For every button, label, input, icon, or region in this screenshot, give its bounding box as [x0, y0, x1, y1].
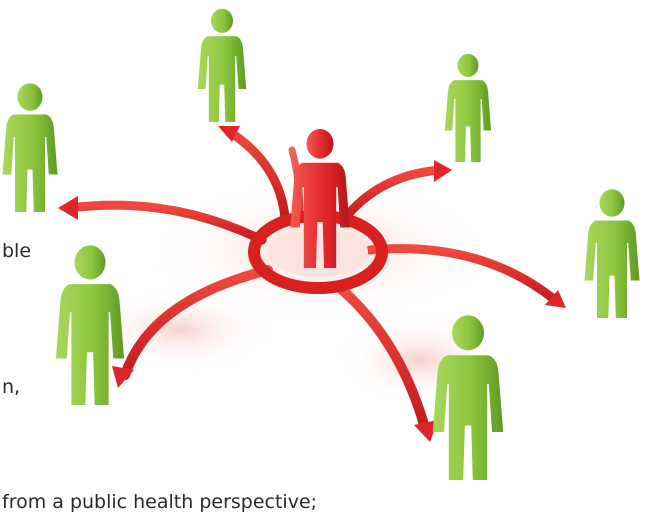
person-figure-icon-right: [584, 189, 640, 318]
arrowhead-icon: [218, 126, 240, 142]
arrows: [58, 126, 566, 442]
arrowhead-icon: [545, 290, 566, 308]
curved-arrow-icon: [65, 200, 267, 245]
person-figure-icon-upper-right: [444, 53, 492, 162]
curved-arrow-icon: [340, 165, 445, 223]
arrowhead-icon: [434, 160, 452, 182]
caption-fragment-3: from a public health perspective;: [2, 491, 318, 513]
curved-arrow-icon: [335, 283, 430, 433]
person-figure-icon-upper-left: [2, 83, 58, 212]
curved-arrow-icon: [365, 244, 560, 305]
curved-arrow-icon: [225, 127, 290, 223]
arrowhead-icon: [112, 366, 134, 388]
person-figure-icon-top: [197, 8, 247, 123]
caption-fragment-1: ble: [2, 240, 32, 262]
caption-fragment-2: n,: [2, 376, 21, 398]
arrowhead-icon: [58, 196, 78, 220]
arrowhead-icon: [414, 420, 438, 442]
curved-arrow-icon: [120, 265, 273, 380]
person-figure-icon-left: [55, 245, 125, 405]
